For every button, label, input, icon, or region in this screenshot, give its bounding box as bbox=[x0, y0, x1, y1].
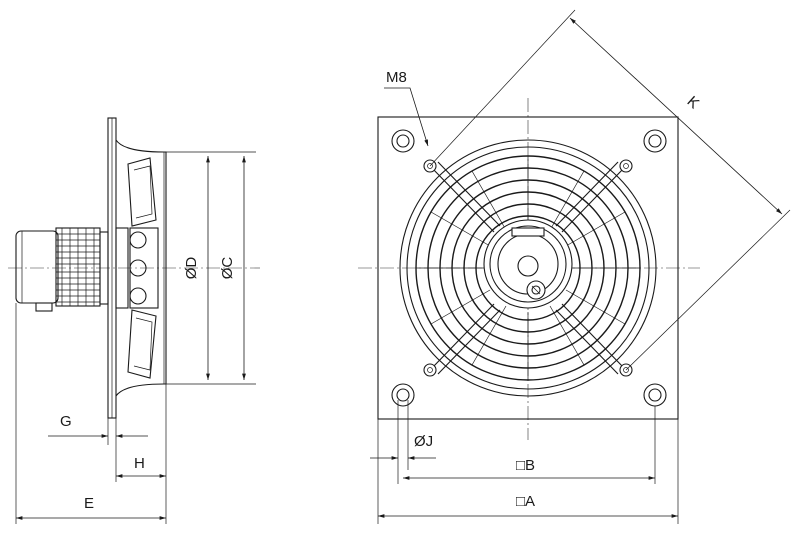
venturi-ring-inner bbox=[406, 146, 650, 390]
label-dia-j: ØJ bbox=[414, 433, 433, 450]
fan-hub-side bbox=[115, 227, 159, 309]
label-dia-c: ØC bbox=[219, 257, 236, 280]
dimension-g: G bbox=[48, 413, 148, 438]
label-e: E bbox=[84, 495, 94, 512]
label-dia-d: ØD bbox=[183, 257, 200, 280]
dimension-b: □B bbox=[403, 457, 655, 480]
dimension-j: ØJ bbox=[370, 433, 436, 460]
label-m8: M8 bbox=[386, 69, 407, 86]
venturi-ring-outer bbox=[399, 139, 657, 397]
dimension-k: K bbox=[429, 9, 791, 371]
fan-blades-side bbox=[127, 157, 157, 379]
square-mounting-plate bbox=[377, 116, 679, 420]
motor-body bbox=[15, 227, 109, 312]
dimension-a: □A bbox=[378, 493, 678, 518]
motor-hub-front bbox=[483, 219, 573, 309]
label-g: G bbox=[60, 413, 72, 430]
callout-m8: M8 bbox=[384, 69, 429, 147]
venturi-housing-side bbox=[115, 139, 167, 397]
dimension-d: ØD bbox=[183, 156, 210, 380]
label-sq-a: □A bbox=[516, 493, 535, 510]
side-view: ØD ØC G H E bbox=[8, 117, 260, 524]
dimension-c: ØC bbox=[219, 156, 246, 380]
front-view: M8 K ØJ □B □A bbox=[358, 9, 791, 524]
label-sq-b: □B bbox=[516, 457, 535, 474]
label-k: K bbox=[684, 93, 703, 112]
dimension-h: H bbox=[116, 455, 166, 478]
label-h: H bbox=[134, 455, 145, 472]
dimension-e: E bbox=[15, 495, 166, 520]
guard-spokes bbox=[416, 156, 640, 380]
